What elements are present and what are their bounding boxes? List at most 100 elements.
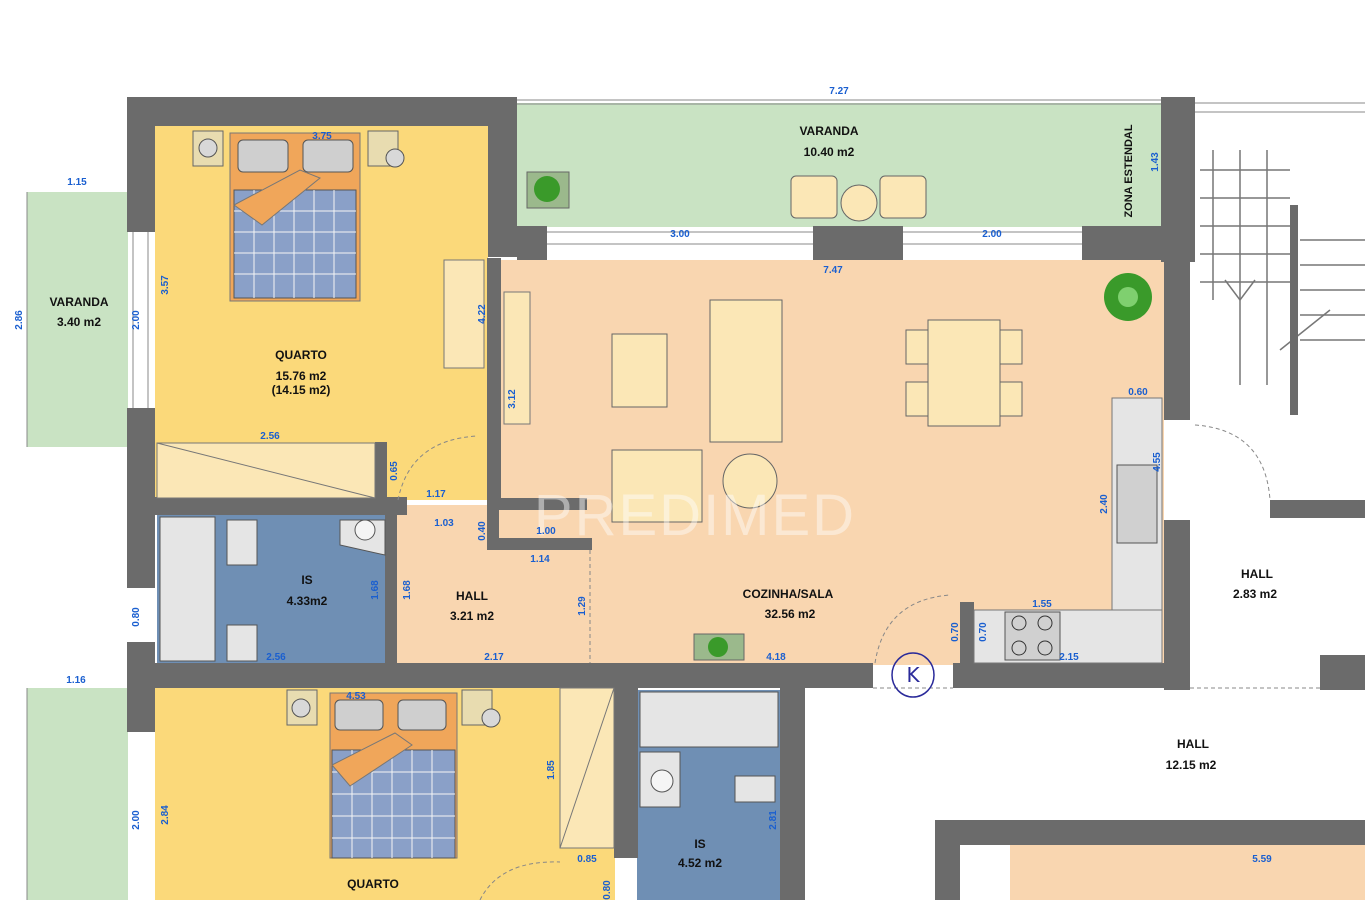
room-area: 3.40 m2 [57,315,101,329]
dimension-label: 0.70 [950,622,961,642]
dimension-label: 2.56 [260,431,280,442]
armchair-2 [611,449,703,523]
dimension-label: 1.85 [546,760,557,780]
varanda-left-area [27,192,128,447]
sink-icon [639,751,681,808]
room-name: ZONA ESTENDAL [1123,124,1135,217]
dimension-label: 4.18 [766,652,786,663]
dimension-label: 0.85 [577,854,597,865]
dimension-label: 3.12 [507,389,518,409]
dimension-label: 1.55 [1032,599,1052,610]
dimension-label: 4.55 [1152,452,1163,472]
sink-icon [339,519,386,556]
room-name: QUARTO [347,877,399,891]
dimension-label: 7.27 [829,86,849,97]
dimension-label: 1.14 [530,554,550,565]
dimension-label: 1.17 [426,489,446,500]
dimension-label: 1.00 [536,526,556,537]
cozinha-sala-area [500,260,1164,665]
dimension-label: 1.03 [434,518,454,529]
coffee-table [722,453,778,509]
staircase [1200,150,1365,385]
dimension-label: 0.40 [477,521,488,541]
dimension-label: 0.80 [602,880,613,900]
door-swings [397,424,1320,900]
room-area: 4.52 m2 [678,856,722,870]
wardrobe-bottom [559,687,615,849]
sofa [709,299,783,443]
dimension-label: 2.00 [131,310,142,330]
varanda-top-area [517,103,1161,227]
dimension-label: 7.47 [823,265,843,276]
room-name: VARANDA [49,295,108,309]
dimension-label: 2.15 [1059,652,1079,663]
toilet-icon [734,775,776,803]
dimension-label: 0.60 [1128,387,1148,398]
room-name: COZINHA/SALA [743,587,834,601]
dimension-label: 2.00 [982,229,1002,240]
room-name: IS [694,837,705,851]
dimension-label: 2.84 [160,805,171,825]
room-name: IS [301,573,312,587]
room-name: HALL [1241,567,1273,581]
dimension-label: 2.17 [484,652,504,663]
room-area: 15.76 m2 [276,369,327,383]
kitchen-counter [973,397,1163,664]
wardrobe [443,259,485,369]
dimension-label: 1.68 [370,580,381,600]
walls [127,97,1365,900]
dimension-label: 1.68 [402,580,413,600]
bed-top [229,132,361,302]
dimension-label: 2.56 [266,652,286,663]
room-name: HALL [1177,737,1209,751]
k-marker-label: K [906,663,920,687]
dimension-label: 1.29 [577,596,588,616]
window-lines [26,99,1365,900]
armchair [611,333,668,408]
bottom-right-room-area [1010,845,1365,900]
room-area: (14.15 m2) [272,383,331,397]
plant-icon [526,171,570,209]
dimension-label: 5.59 [1252,854,1272,865]
nightstand-icon [286,689,501,728]
nightstand-icon [192,130,405,168]
room-area: 10.40 m2 [804,145,855,159]
bed-bottom [329,692,458,859]
plant-icon [1104,273,1152,321]
tv-unit [503,291,531,425]
dimension-label: 0.65 [389,461,400,481]
dimension-label: 1.15 [67,177,87,188]
dimension-label: 1.43 [1150,152,1161,172]
dimension-label: 2.00 [131,810,142,830]
dimension-label: 2.40 [1099,494,1110,514]
dimension-label: 3.00 [670,229,690,240]
dimension-label: 0.80 [131,607,142,627]
watermark: PREDIMED [534,483,856,548]
dimension-label: 2.81 [768,810,779,830]
dimension-label: 1.16 [66,675,86,686]
room-name: QUARTO [275,348,327,362]
dimension-label: 3.75 [312,131,332,142]
bathtub [159,516,216,662]
toilet-icon [226,519,258,662]
room-area: 2.83 m2 [1233,587,1277,601]
room-area: 3.21 m2 [450,609,494,623]
closet-bottom [156,442,376,499]
plant-icon [693,633,745,661]
room-area: 4.33m2 [287,594,328,608]
dimension-label: 0.70 [978,622,989,642]
room-area: 32.56 m2 [765,607,816,621]
stair-rail [1290,205,1298,415]
varanda-bottom-area [27,688,128,900]
dimension-labels: 7.27 1.43 3.75 1.15 2.86 3.57 2.00 4.22 … [14,86,1272,900]
dining-table [905,319,1023,427]
dimension-label: 2.86 [14,310,25,330]
balcony-table-set [790,175,927,222]
k-marker: K [891,652,935,698]
dimension-label: 4.53 [346,691,366,702]
room-name: HALL [456,589,488,603]
bathtub [639,691,779,748]
room-area: 12.15 m2 [1166,758,1217,772]
room-name: VARANDA [799,124,858,138]
